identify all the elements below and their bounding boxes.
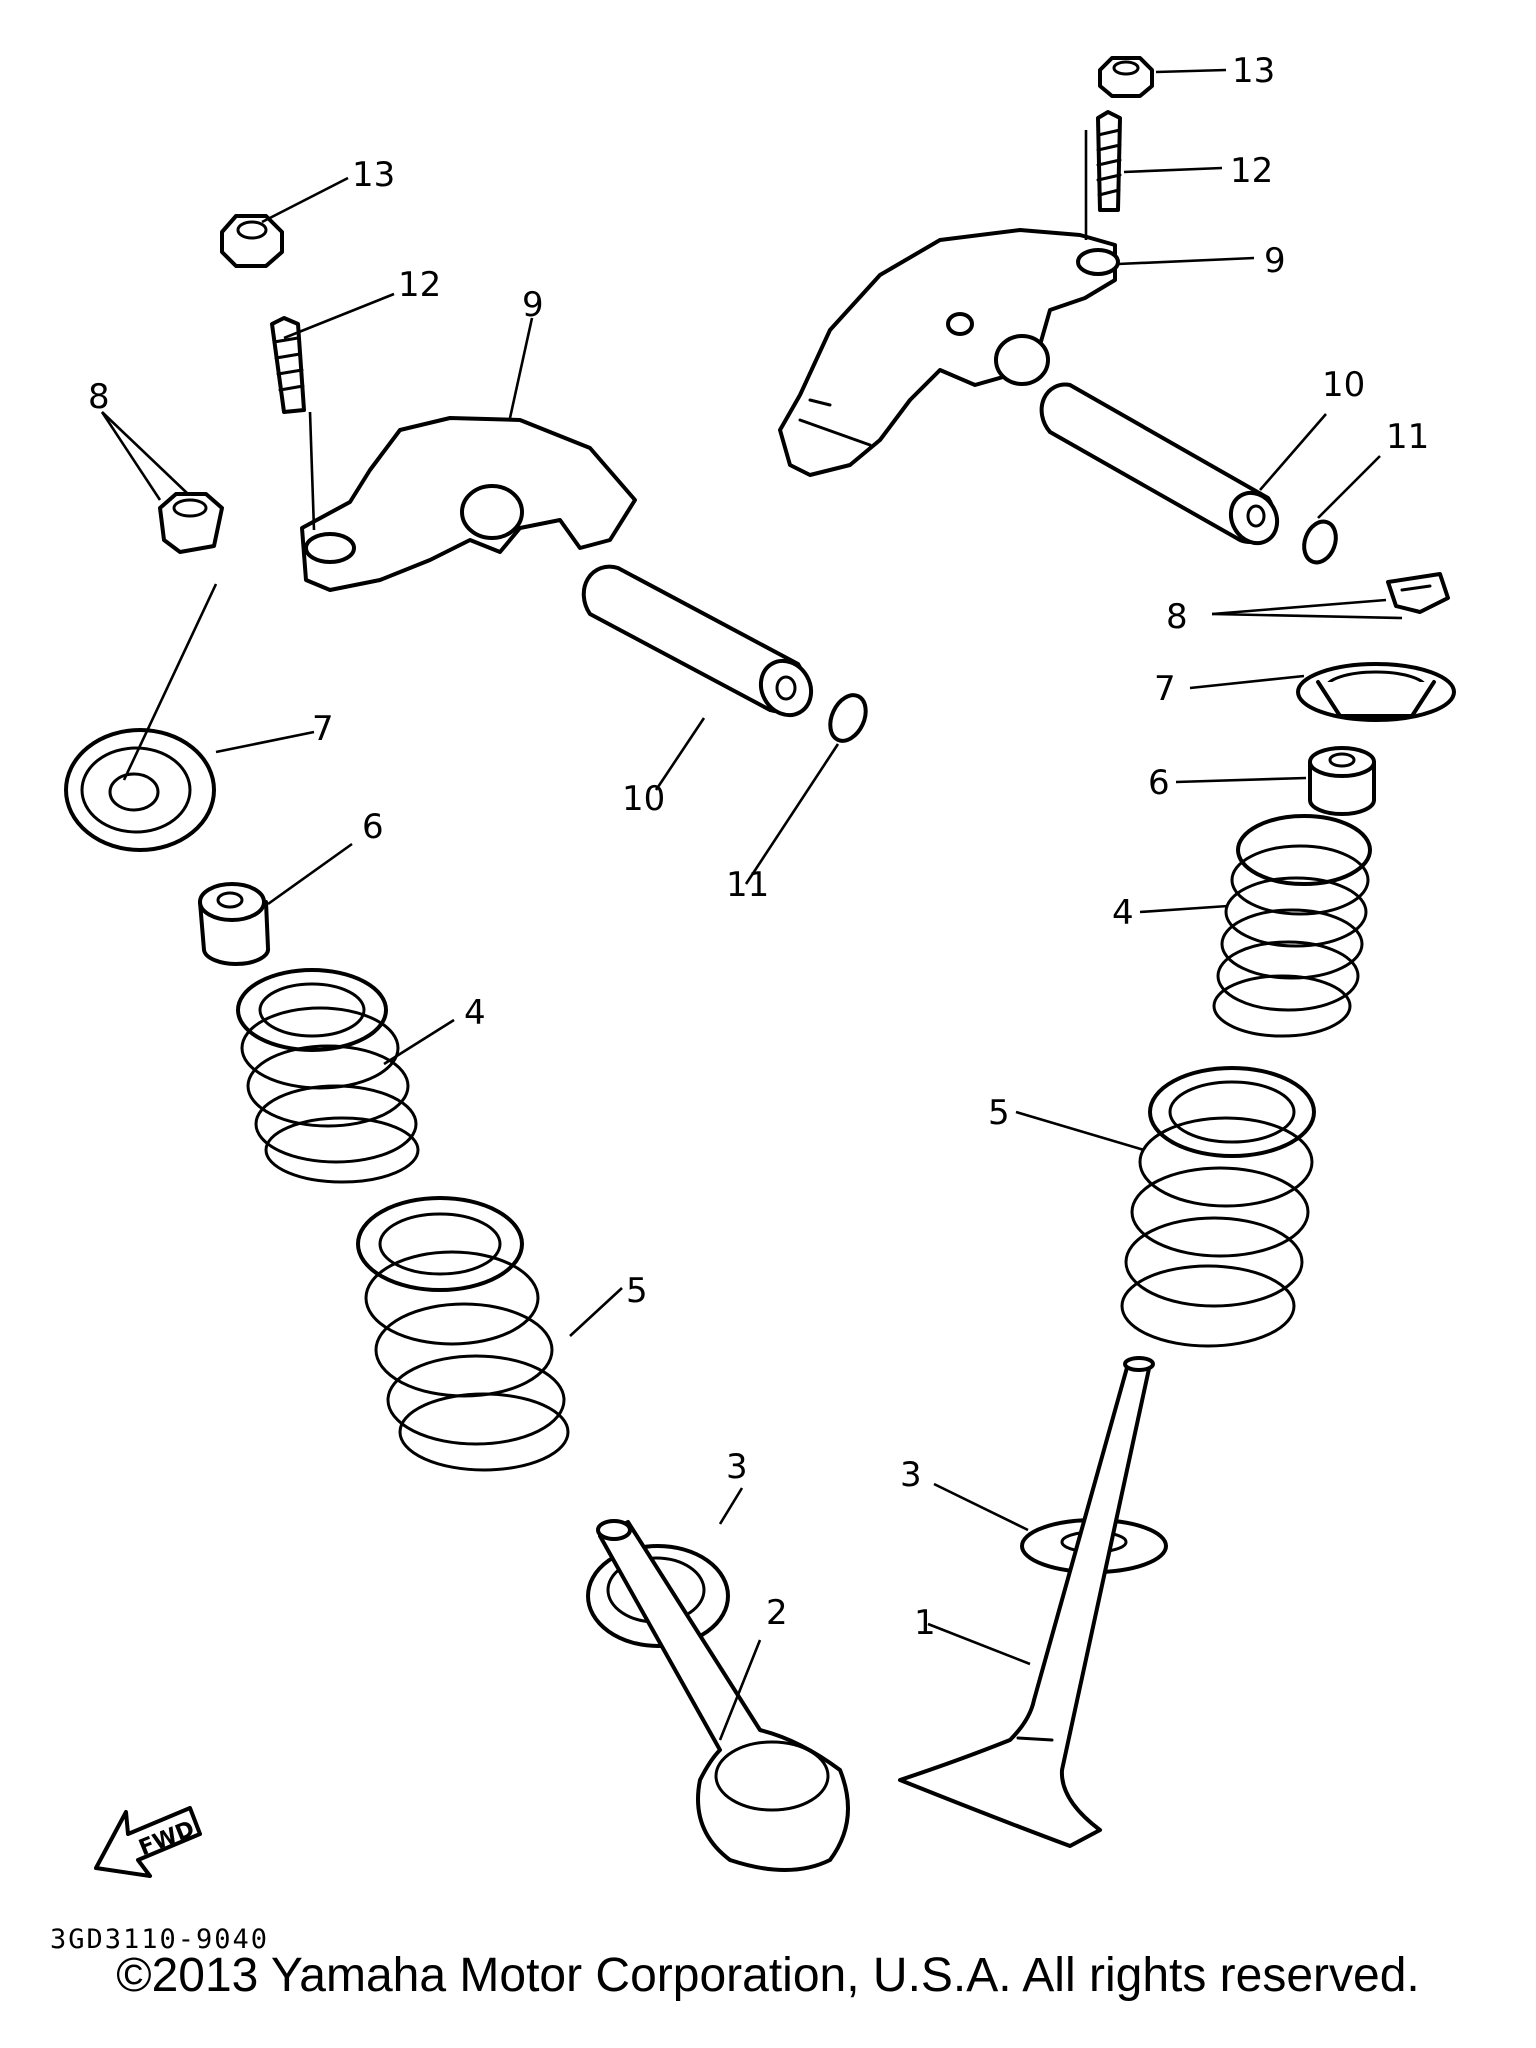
valve-stem-seal-left: [198, 882, 271, 966]
o-ring-right: [1302, 519, 1338, 565]
callout-7-left: 7: [312, 709, 334, 749]
rocker-arm-right: [778, 228, 1120, 477]
outer-spring-right: [1120, 1066, 1316, 1348]
callout-11-right: 11: [1386, 417, 1429, 457]
nut-right: [1098, 56, 1154, 98]
exhaust-valve: [898, 1356, 1155, 1848]
callout-13-right: 13: [1232, 51, 1275, 91]
callout-3-right: 3: [900, 1455, 922, 1495]
callout-10-right: 10: [1322, 365, 1365, 405]
intake-valve: [596, 1519, 850, 1872]
callout-8-left: 8: [88, 377, 110, 417]
callout-9-right: 9: [1264, 241, 1286, 281]
rocker-shaft-left: [581, 564, 814, 718]
o-ring-left: [828, 693, 868, 743]
adjuster-screw-right: [1096, 110, 1122, 212]
diagram-code: 3GD3110-9040: [50, 1924, 269, 1955]
callout-7-right: 7: [1154, 669, 1176, 709]
callout-6-right: 6: [1148, 763, 1170, 803]
copyright-notice: ©2013 Yamaha Motor Corporation, U.S.A. A…: [116, 1949, 1420, 2002]
adjuster-screw-left: [270, 316, 306, 414]
callout-13-left: 13: [352, 155, 395, 195]
valve-cotter-right: [1386, 572, 1450, 614]
callout-11-left: 11: [726, 865, 769, 905]
fwd-arrow: FWD: [94, 1806, 202, 1878]
inner-spring-left: [236, 968, 420, 1184]
callout-labels: 13 12 9 10 11 8 7 6 4 5 3 1 13 12 9 8 7 …: [88, 51, 1429, 1643]
callout-3-left: 3: [726, 1447, 748, 1487]
outer-spring-left: [356, 1196, 570, 1472]
rocker-shaft-right: [1039, 382, 1280, 546]
callout-4-left: 4: [464, 993, 486, 1033]
spring-retainer-right: [1296, 662, 1456, 722]
spring-retainer-left: [64, 728, 216, 852]
inner-spring-right: [1212, 814, 1372, 1038]
nut-left: [220, 214, 284, 268]
callout-10-left: 10: [622, 779, 665, 819]
callout-12-right: 12: [1230, 151, 1273, 191]
callout-2: 2: [766, 1593, 788, 1633]
leader-lines: [100, 68, 1403, 1741]
valve-cotter-left: [158, 492, 224, 554]
callout-5-left: 5: [626, 1271, 648, 1311]
callout-5-right: 5: [988, 1093, 1010, 1133]
callout-8-right: 8: [1166, 597, 1188, 637]
callout-12-left: 12: [398, 265, 441, 305]
callout-6-left: 6: [362, 807, 384, 847]
valve-stem-seal-right: [1308, 746, 1376, 816]
rocker-arm-left: [300, 416, 637, 592]
callout-4-right: 4: [1112, 893, 1134, 933]
callout-1: 1: [914, 1603, 936, 1643]
callout-9-left: 9: [522, 285, 544, 325]
